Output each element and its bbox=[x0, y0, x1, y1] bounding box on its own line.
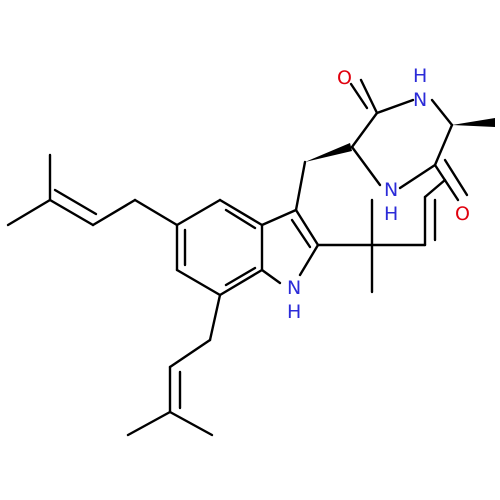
indole-pyrrole-ring bbox=[260, 208, 320, 285]
indole-benzene-ring bbox=[175, 198, 264, 297]
hydrogen-indole-label: H bbox=[287, 301, 301, 323]
prenyl-chain-upper bbox=[6, 153, 179, 227]
nitrogen-ring-lower-label: N bbox=[384, 179, 398, 201]
diketopiperazine-ring bbox=[349, 78, 495, 202]
hydrogen-ring-upper-label: H bbox=[413, 65, 427, 87]
methylene-linker bbox=[294, 143, 352, 212]
prenyl-chain-lower bbox=[126, 293, 222, 437]
oxygen-lower-label: O bbox=[455, 203, 470, 225]
oxygen-upper-label: O bbox=[337, 67, 352, 89]
hydrogen-ring-lower-label: H bbox=[384, 203, 398, 225]
nitrogen-ring-upper-label: N bbox=[413, 89, 427, 111]
nitrogen-indole-label: N bbox=[287, 277, 301, 299]
reverse-prenyl-group bbox=[316, 178, 447, 294]
